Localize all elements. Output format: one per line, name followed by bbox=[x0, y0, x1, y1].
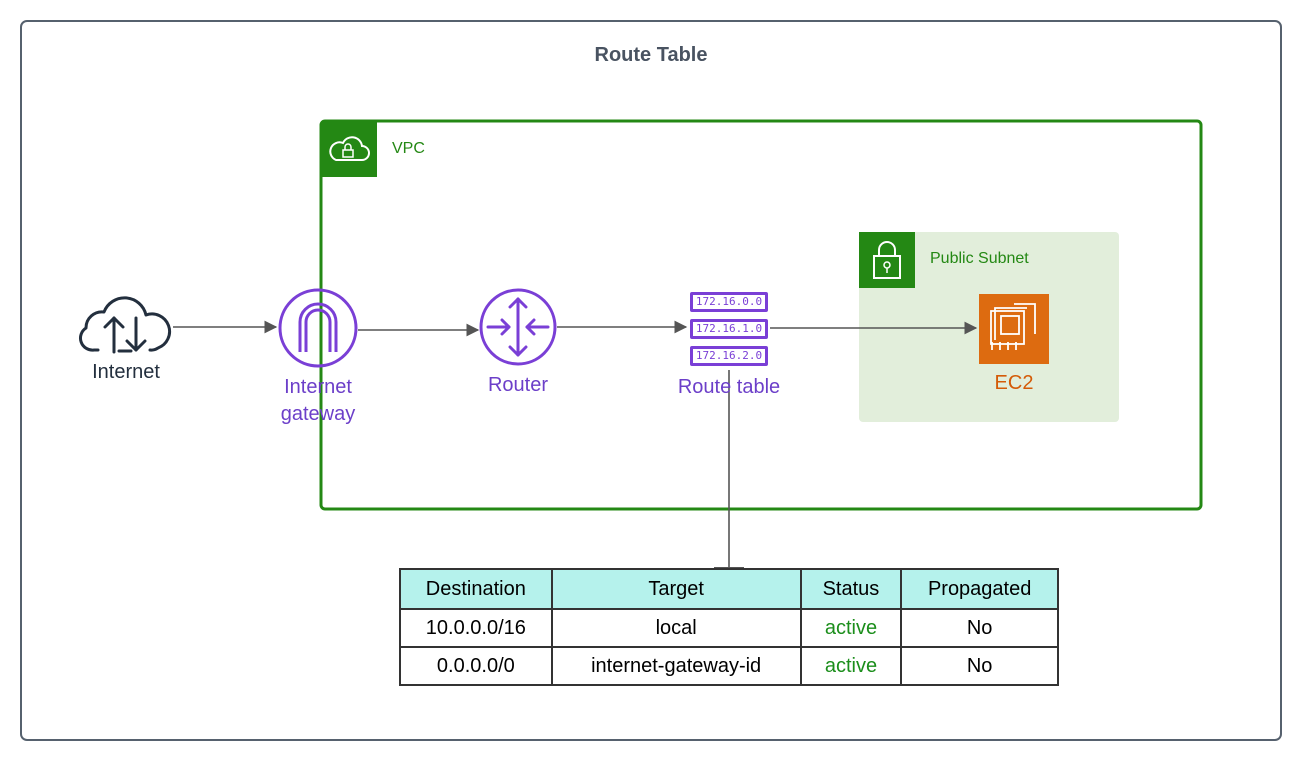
table-header-row: Destination Target Status Propagated bbox=[399, 568, 1059, 610]
route-entry-chip: 172.16.2.0 bbox=[690, 346, 768, 366]
route-entry-chip: 172.16.1.0 bbox=[690, 319, 768, 339]
vpc-group bbox=[319, 119, 1203, 511]
router-icon bbox=[479, 288, 557, 366]
cell-target: local bbox=[550, 608, 802, 648]
table-row: 10.0.0.0/16 local active No bbox=[399, 608, 1059, 648]
ec2-chip-icon bbox=[979, 294, 1049, 364]
header-propagated: Propagated bbox=[900, 568, 1059, 610]
header-status: Status bbox=[799, 568, 903, 610]
public-subnet-label: Public Subnet bbox=[930, 250, 1029, 267]
routes-table: Destination Target Status Propagated 10.… bbox=[399, 568, 1059, 686]
internet-gateway-label-line2: gateway bbox=[280, 403, 356, 425]
internet-gateway-label-line1: Internet bbox=[284, 376, 352, 398]
cell-destination: 10.0.0.0/16 bbox=[399, 608, 553, 648]
table-row: 0.0.0.0/0 internet-gateway-id active No bbox=[399, 646, 1059, 686]
cell-target: internet-gateway-id bbox=[550, 646, 802, 686]
header-target: Target bbox=[550, 568, 802, 610]
internet-cloud-icon bbox=[79, 296, 172, 354]
internet-gateway-label: Internet gateway bbox=[258, 374, 378, 428]
subnet-lock-icon bbox=[859, 232, 915, 288]
internet-label: Internet bbox=[92, 361, 160, 383]
outer-frame bbox=[20, 20, 1282, 741]
vpc-cloud-lock-icon bbox=[321, 121, 377, 177]
cell-status: active bbox=[799, 608, 903, 648]
route-entry-chip: 172.16.0.0 bbox=[690, 292, 768, 312]
router-label: Router bbox=[487, 374, 549, 396]
cell-destination: 0.0.0.0/0 bbox=[399, 646, 553, 686]
internet-gateway-icon bbox=[278, 288, 358, 368]
ec2-label: EC2 bbox=[994, 372, 1034, 394]
cell-propagated: No bbox=[900, 608, 1059, 648]
vpc-label: VPC bbox=[392, 140, 425, 157]
cell-propagated: No bbox=[900, 646, 1059, 686]
route-table-label: Route table bbox=[677, 376, 781, 398]
diagram-title: Route Table bbox=[594, 44, 708, 66]
cell-status: active bbox=[799, 646, 903, 686]
header-destination: Destination bbox=[399, 568, 553, 610]
